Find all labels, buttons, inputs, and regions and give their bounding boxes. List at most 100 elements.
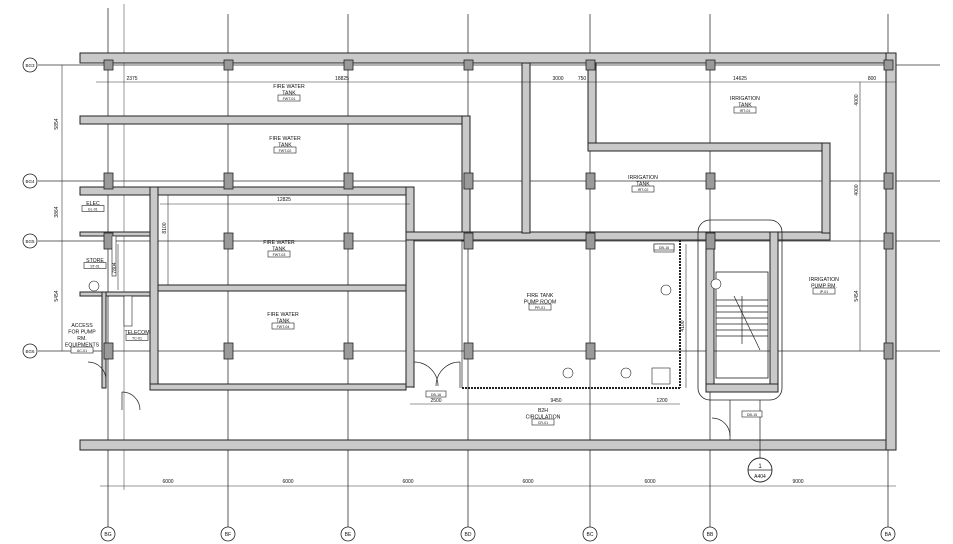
room-label: FIRE TANK <box>527 293 554 299</box>
room-label: TANK <box>272 247 286 253</box>
grid-bubble-bg4 <box>22 173 38 189</box>
grid-bubble-bd <box>460 526 476 542</box>
grid-label-bg6: BG6 <box>25 349 35 354</box>
horizontal-grid-lines <box>38 64 940 352</box>
dim-bottom: 6000 <box>522 479 533 485</box>
room-tag: FWT-03 <box>273 253 286 257</box>
grid-label-bg3: BG3 <box>25 63 35 68</box>
room-label: ACCESS <box>71 323 93 329</box>
grid-bubble-ba <box>880 526 896 542</box>
room-tag: EL-01 <box>88 207 98 211</box>
room-label: FIRE WATER <box>273 84 305 90</box>
dim-left: 5854 <box>54 118 60 129</box>
room-label: FOR PUMP <box>68 330 96 336</box>
stair-treads <box>716 295 768 351</box>
dim-top: 3000 <box>552 76 563 82</box>
room-tag: IRT-01 <box>740 109 751 113</box>
door-tag-box <box>653 243 675 251</box>
door-tag: DB-16 <box>659 246 669 250</box>
dim-top: 18825 <box>335 76 349 82</box>
room-tag-box <box>271 322 295 330</box>
door-tag: DB-16 <box>431 393 441 397</box>
room-label: CIRCULATION <box>526 415 561 421</box>
dim-bottom: 6000 <box>162 479 173 485</box>
dim-mid: 4100 <box>680 320 686 331</box>
room-label: ELEC <box>86 201 100 207</box>
grid-bubble-bc <box>582 526 598 542</box>
dim-mid: 7804 <box>112 262 118 273</box>
dim-mid: 8100 <box>162 222 168 233</box>
grid-label-bg4: BG4 <box>25 179 35 184</box>
equipment <box>88 235 722 385</box>
room-tag: PR-01 <box>535 306 545 310</box>
doors <box>87 361 731 440</box>
dim-top: 800 <box>868 76 877 82</box>
room-tag-box <box>273 146 297 154</box>
room-tag-box <box>81 205 105 212</box>
room-tag: FWT-01 <box>283 97 296 101</box>
room-tag: IP-01 <box>820 290 829 294</box>
room-label: IRRIGATION <box>730 96 760 102</box>
room-tag-box <box>631 185 655 193</box>
dim-top: 750 <box>578 76 587 82</box>
grid-bubble-bg <box>100 526 116 542</box>
room-label: B2H <box>538 408 548 414</box>
pump-room-walls <box>461 240 681 389</box>
grid-bubble-bf <box>220 526 236 542</box>
dim-bottom: 6000 <box>282 479 293 485</box>
room-tag: CR-01 <box>538 421 548 425</box>
room-label: FIRE WATER <box>263 240 295 246</box>
dim-bottom: 6000 <box>402 479 413 485</box>
room-tag-box <box>70 346 94 354</box>
door-tag-box <box>425 390 447 398</box>
room-tag: ST-01 <box>90 264 100 268</box>
room-label: PUMP ROOM <box>524 300 556 306</box>
room-label: TANK <box>636 182 650 188</box>
grid-label-bc: BC <box>587 532 594 538</box>
dim-left: 3864 <box>54 206 60 217</box>
grid-bubble-bg6 <box>22 343 38 359</box>
dim-pump-room: 1200 <box>656 398 667 404</box>
room-tag-box <box>528 303 552 311</box>
door-tag: DB-15 <box>747 413 757 417</box>
room-label: IRRIGATION <box>809 277 839 283</box>
exterior-walls <box>79 52 897 451</box>
dim-pump-room: 2500 <box>430 398 441 404</box>
dim-top: 2375 <box>126 76 137 82</box>
section-sheet: A404 <box>754 474 766 480</box>
room-tag: FWT-04 <box>277 325 290 329</box>
grid-label-bb: BB <box>707 532 714 538</box>
room-tag-box <box>125 334 149 341</box>
dim-top: 14625 <box>733 76 747 82</box>
dim-left: 5454 <box>54 290 60 301</box>
room-label: TANK <box>276 319 290 325</box>
grid-label-bg5: BG5 <box>25 239 35 244</box>
dim-bottom: 9000 <box>792 479 803 485</box>
dim-right: 4000 <box>854 184 860 195</box>
dim-right: 5454 <box>854 290 860 301</box>
grid-bubble-bb <box>702 526 718 542</box>
room-label: FIRE WATER <box>269 136 301 142</box>
room-label: TANK <box>738 103 752 109</box>
room-label: TELECOM <box>124 330 149 336</box>
grid-label-bd: BD <box>465 532 472 538</box>
room-label: TANK <box>282 91 296 97</box>
columns <box>103 59 894 360</box>
grid-label-bg: BG <box>104 532 111 538</box>
dim-inner-width: 12825 <box>277 197 291 203</box>
dimension-lines <box>61 65 896 487</box>
grid-bubble-bg5 <box>22 233 38 249</box>
room-label: PUMP RM. <box>811 284 837 290</box>
room-label: IRRIGATION <box>628 175 658 181</box>
grid-label-ba: BA <box>885 532 892 538</box>
room-label: FIRE WATER <box>267 312 299 318</box>
room-label: STORE <box>86 258 104 264</box>
section-marker: 1 A404 <box>747 400 773 483</box>
grid-bubble-bg3 <box>22 57 38 73</box>
room-tag: AC-01 <box>77 349 87 353</box>
dim-bottom: 6000 <box>644 479 655 485</box>
room-label: TANK <box>278 143 292 149</box>
grid-label-be: BE <box>345 532 352 538</box>
